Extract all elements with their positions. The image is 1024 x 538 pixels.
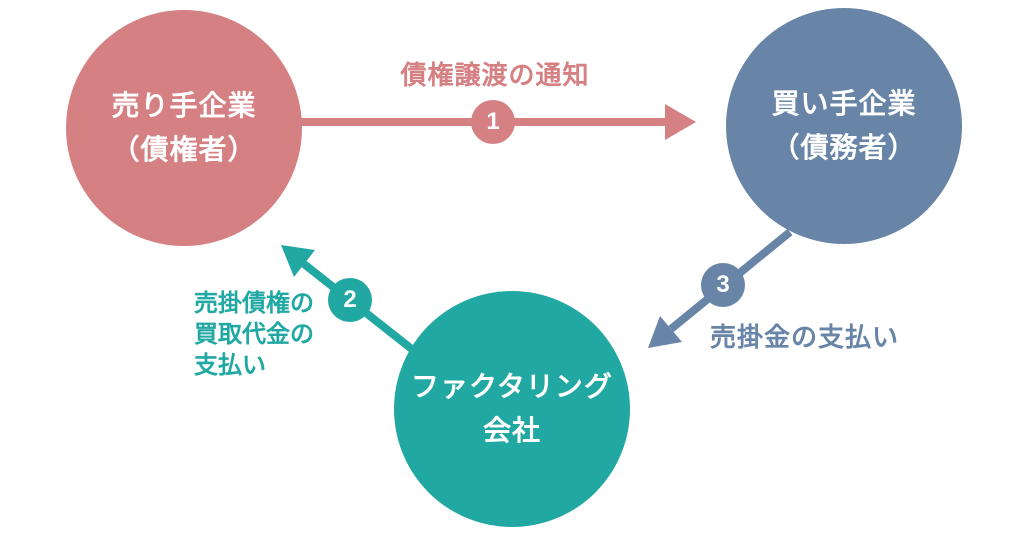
node-factoring-label-line1: ファクタリング — [411, 371, 613, 402]
flow3-label: 売掛金の支払い — [710, 322, 900, 352]
node-buyer: 買い手企業 （債務者） — [726, 8, 962, 244]
step-badge-1: 1 — [471, 100, 515, 144]
node-seller: 売り手企業 （債権者） — [66, 10, 302, 246]
flow2-arrow-head — [281, 245, 315, 277]
flow3-arrow-head — [648, 316, 682, 348]
step-badge-2: 2 — [328, 278, 372, 322]
node-buyer-label-line2: （債務者） — [771, 132, 917, 163]
node-factoring-company: ファクタリング 会社 — [394, 291, 630, 527]
flow2-label: 売掛債権の 買取代金の 支払い — [194, 288, 314, 381]
flow2-label-line3: 支払い — [194, 352, 266, 379]
node-buyer-label-line1: 買い手企業 — [771, 88, 917, 119]
flow2-label-line1: 売掛債権の — [194, 290, 314, 317]
step-badge-3: 3 — [701, 263, 745, 307]
node-factoring-label-line2: 会社 — [482, 415, 541, 446]
flow1-label: 債権譲渡の通知 — [400, 60, 590, 90]
step-badge-3-number: 3 — [716, 271, 730, 298]
flow2-label-line2: 買取代金の — [194, 321, 314, 348]
node-seller-label-line1: 売り手企業 — [111, 90, 257, 121]
flow1-arrow-head — [665, 104, 696, 140]
node-seller-label-line2: （債権者） — [111, 134, 257, 165]
step-badge-2-number: 2 — [343, 286, 357, 313]
step-badge-1-number: 1 — [486, 108, 500, 135]
